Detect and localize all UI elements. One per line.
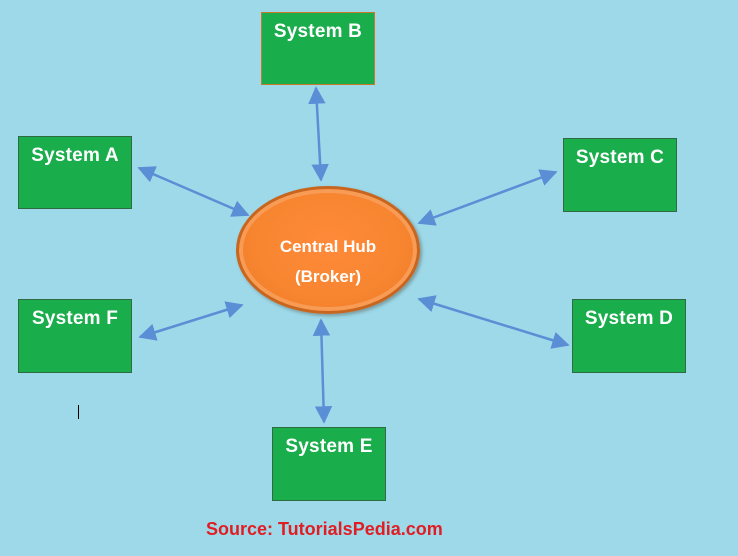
- system-a-label: System A: [31, 145, 119, 166]
- central-hub-ellipse: Central Hub (Broker): [236, 186, 420, 314]
- hub-title: Central Hub: [279, 237, 377, 256]
- system-f-label: System F: [31, 308, 119, 329]
- system-c-label: System C: [575, 147, 665, 168]
- system-b-box: System B: [261, 12, 375, 85]
- source-caption: Source: TutorialsPedia.com: [206, 519, 443, 539]
- system-a-box: System A: [18, 136, 132, 209]
- arrow-hub-system-c: [417, 169, 558, 226]
- system-e-label: System E: [285, 436, 373, 457]
- system-d-label: System D: [584, 308, 674, 329]
- system-e-box: System E: [272, 427, 386, 501]
- arrow-hub-system-a: [137, 166, 250, 217]
- system-c-box: System C: [563, 138, 677, 212]
- arrow-hub-system-f: [138, 301, 244, 341]
- arrow-hub-system-d: [417, 295, 570, 349]
- arrow-hub-system-b: [308, 86, 329, 182]
- system-d-box: System D: [572, 299, 686, 373]
- arrow-hub-system-e: [312, 318, 333, 424]
- hub-subtitle: (Broker): [294, 267, 362, 286]
- system-f-box: System F: [18, 299, 132, 373]
- system-b-label: System B: [273, 21, 363, 42]
- text-cursor: [78, 405, 79, 419]
